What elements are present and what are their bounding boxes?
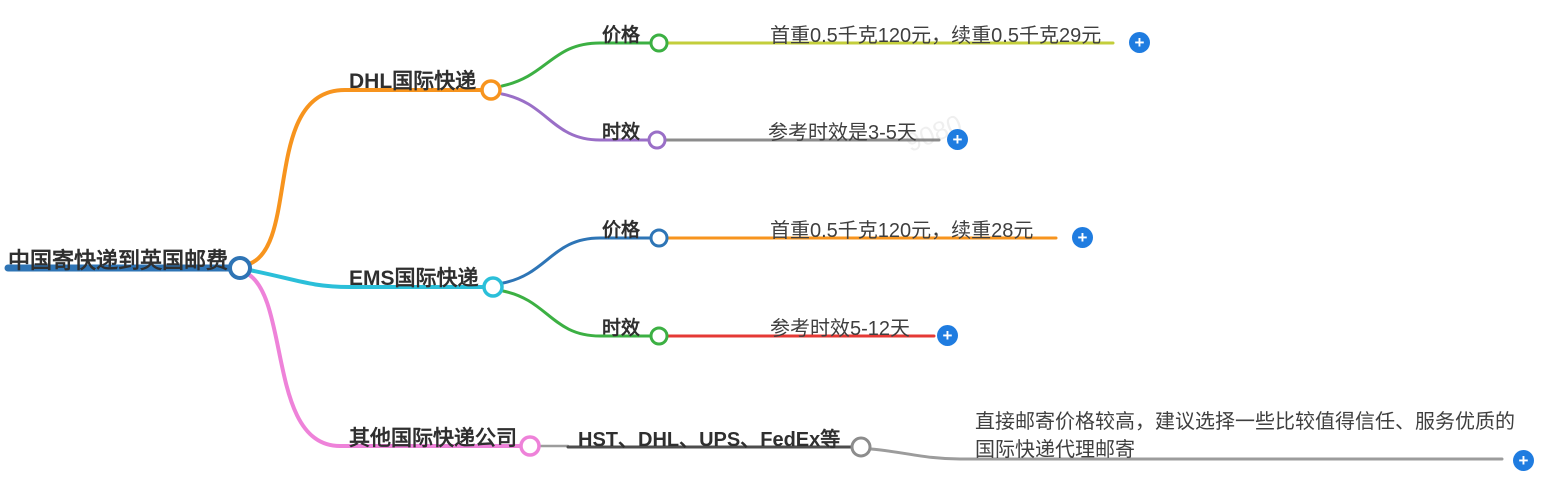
root-node-circle[interactable] [228,256,252,280]
ems-price-label[interactable]: 价格 [602,220,641,241]
hst-node-circle[interactable] [850,436,872,458]
dhl-price-value[interactable]: 首重0.5千克120元，续重0.5千克29元 [770,25,1102,47]
dhl-time-label[interactable]: 时效 [602,122,641,143]
ems-price-node-circle[interactable] [649,228,669,248]
ems-time-link [501,289,652,338]
hst-companies-label[interactable]: HST、DHL、UPS、FedEx等 [578,429,841,451]
dhl-time-node-circle[interactable] [647,130,667,150]
branch-dhl-link [247,88,483,266]
branch-other-link [246,272,522,448]
dhl-price-label[interactable]: 价格 [602,25,641,46]
other-topic-label[interactable]: 其他国际快递公司 [349,427,517,450]
dhl-topic-label[interactable]: DHL国际快递 [349,70,477,93]
ems-price-link [501,236,652,285]
root-topic-label[interactable]: 中国寄快递到英国邮费 [8,248,229,273]
plus-icon-ems-time[interactable]: + [937,325,958,346]
branch-ems-link [247,268,485,289]
dhl-price-node-circle[interactable] [649,33,669,53]
other-desc-value[interactable]: 直接邮寄价格较高，建议选择一些比较值得信任、服务优质的国际快递代理邮寄 [975,411,1515,461]
hst-desc-underline [869,447,1504,461]
dhl-price-link [500,41,652,88]
ems-price-value[interactable]: 首重0.5千克120元，续重28元 [770,220,1034,242]
dhl-time-value[interactable]: 参考时效是3-5天 [768,122,917,144]
ems-node-circle[interactable] [482,276,504,298]
dhl-time-link [500,92,651,142]
ems-topic-label[interactable]: EMS国际快递 [349,267,479,290]
plus-icon-dhl-price[interactable]: + [1129,32,1150,53]
dhl-node-circle[interactable] [480,79,502,101]
plus-icon-dhl-time[interactable]: + [947,129,968,150]
ems-time-value[interactable]: 参考时效5-12天 [770,318,911,340]
other-node-circle[interactable] [519,435,541,457]
plus-icon-other-desc[interactable]: + [1513,450,1534,471]
ems-time-label[interactable]: 时效 [602,318,641,339]
ems-time-node-circle[interactable] [649,326,669,346]
plus-icon-ems-price[interactable]: + [1072,227,1093,248]
